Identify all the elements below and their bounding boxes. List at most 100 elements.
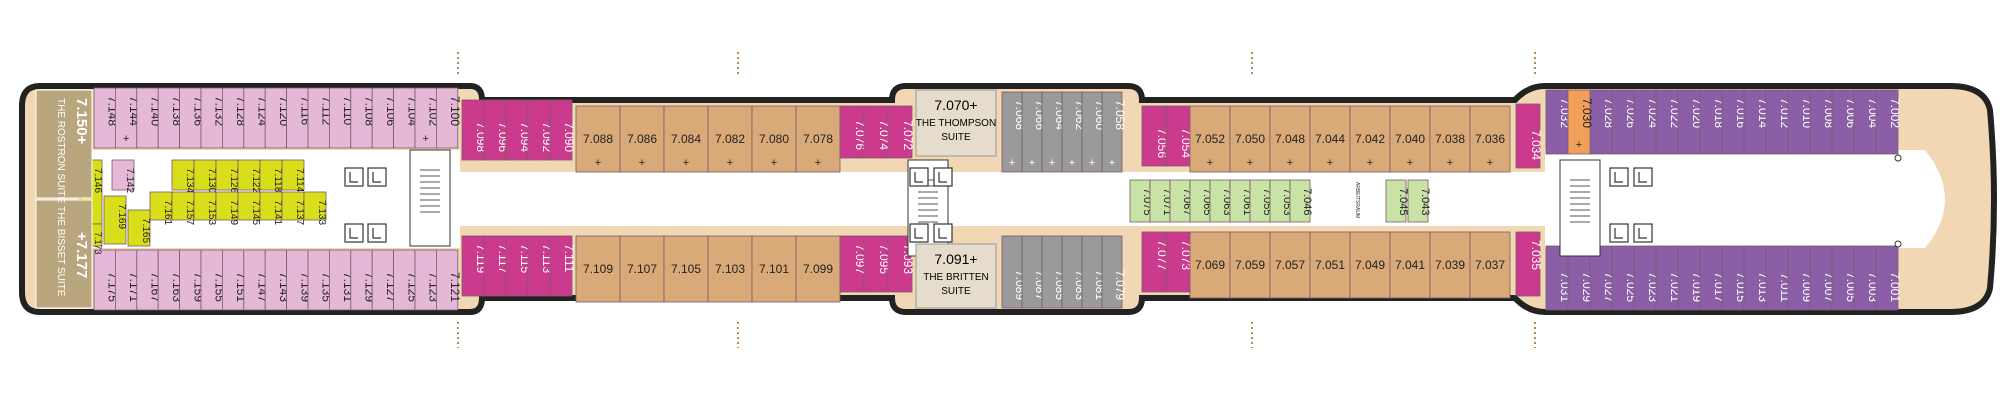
cabin-7.114[interactable]: 7.114 bbox=[281, 159, 305, 193]
cabin-7.107[interactable]: 7.107 bbox=[619, 235, 665, 303]
britten-suite-name-2: SUITE bbox=[941, 286, 971, 297]
cabin-7.086[interactable]: 7.086+ bbox=[619, 105, 665, 173]
cabin-7.082[interactable]: 7.082+ bbox=[707, 105, 753, 173]
cabin-number: 7.073 bbox=[1179, 240, 1193, 270]
porthole bbox=[1894, 240, 1902, 248]
cabin-box bbox=[1349, 231, 1391, 299]
cabin-number: 7.101 bbox=[759, 262, 789, 276]
cabin-7.037[interactable]: 7.037 bbox=[1469, 231, 1511, 299]
cabin-7.134[interactable]: 7.134 bbox=[171, 159, 195, 193]
cabin-7.105[interactable]: 7.105 bbox=[663, 235, 709, 303]
cabin-7.036[interactable]: 7.036+ bbox=[1469, 105, 1511, 173]
cabin-7.050[interactable]: 7.050+ bbox=[1229, 105, 1271, 173]
cabin-7.078[interactable]: 7.078+ bbox=[795, 105, 841, 173]
cabin-7.099[interactable]: 7.099 bbox=[795, 235, 841, 303]
bow-deck bbox=[1545, 150, 1945, 248]
elevator-glyph bbox=[349, 228, 358, 239]
cabin-7.122[interactable]: 7.122 bbox=[237, 159, 261, 193]
cabin-7.056[interactable]: 7.056 bbox=[1141, 105, 1169, 167]
cabin-7.007[interactable]: 7.007 bbox=[1809, 245, 1836, 311]
cabin-7.071[interactable]: 7.071 bbox=[1149, 179, 1173, 223]
cabin-7.048[interactable]: 7.048+ bbox=[1269, 105, 1311, 173]
cabin-7.046[interactable]: 7.046 bbox=[1289, 179, 1313, 223]
cabin-7.169[interactable]: 7.169 bbox=[103, 195, 127, 245]
cabin-7.075[interactable]: 7.075 bbox=[1129, 179, 1153, 223]
elevator-box bbox=[367, 223, 387, 243]
cabin-7.058[interactable]: 7.058+ bbox=[1101, 91, 1127, 173]
cabin-7.103[interactable]: 7.103 bbox=[707, 235, 753, 303]
cabin-number: 7.041 bbox=[1395, 258, 1425, 272]
cabin-7.042[interactable]: 7.042+ bbox=[1349, 105, 1391, 173]
cabin-7.079[interactable]: 7.079 bbox=[1101, 235, 1127, 309]
cabin-7.109[interactable]: 7.109 bbox=[575, 235, 621, 303]
cabin-7.038[interactable]: 7.038+ bbox=[1429, 105, 1471, 173]
cabin-7.049[interactable]: 7.049 bbox=[1349, 231, 1391, 299]
cabin-7.118[interactable]: 7.118 bbox=[259, 159, 283, 193]
cabin-7.057[interactable]: 7.057 bbox=[1269, 231, 1311, 299]
cabin-7.130[interactable]: 7.130 bbox=[193, 159, 217, 193]
britten-suite-name-1: THE BRITTEN bbox=[923, 272, 989, 283]
cabin-7.121[interactable]: 7.121 bbox=[435, 249, 462, 311]
cabin-7.080[interactable]: 7.080+ bbox=[751, 105, 797, 173]
cabin-7.123[interactable]: 7.123 bbox=[414, 249, 441, 311]
cabin-7.072[interactable]: 7.072 bbox=[887, 105, 915, 159]
cabin-7.055[interactable]: 7.055 bbox=[1249, 179, 1273, 223]
elevator-glyph bbox=[914, 228, 923, 239]
cabin-number: 7.050 bbox=[1235, 132, 1265, 146]
cabin-box bbox=[1229, 105, 1271, 173]
cabin-7.053[interactable]: 7.053 bbox=[1269, 179, 1293, 223]
cabin-7.088[interactable]: 7.088+ bbox=[575, 105, 621, 173]
cabin-7.142[interactable]: 7.142 bbox=[111, 159, 135, 193]
cabin-7.052[interactable]: 7.052+ bbox=[1189, 105, 1231, 173]
cabin-7.039[interactable]: 7.039 bbox=[1429, 231, 1471, 299]
cabin-7.165[interactable]: 7.165 bbox=[127, 209, 151, 247]
cabin-7.067[interactable]: 7.067 bbox=[1169, 179, 1193, 223]
cabin-number: 7.090 bbox=[562, 122, 576, 152]
cabin-7.126[interactable]: 7.126 bbox=[215, 159, 239, 193]
cabin-7.098[interactable]: 7.098 bbox=[461, 99, 488, 161]
cabin-7.069[interactable]: 7.069 bbox=[1189, 231, 1231, 299]
cabin-box bbox=[663, 235, 709, 303]
cabin-7.157[interactable]: 7.157 bbox=[171, 191, 195, 225]
cabin-7.040[interactable]: 7.040+ bbox=[1389, 105, 1431, 173]
cabin-7.063[interactable]: 7.063 bbox=[1209, 179, 1233, 223]
elevator-box bbox=[909, 167, 929, 187]
cabin-7.077[interactable]: 7.077 bbox=[1141, 231, 1169, 293]
cabin-box bbox=[111, 159, 135, 191]
cabin-7.073[interactable]: 7.073 bbox=[1165, 231, 1193, 293]
cabin-box bbox=[435, 249, 459, 311]
cabin-7.002[interactable]: 7.002 bbox=[1875, 89, 1902, 155]
cabin-7.161[interactable]: 7.161 bbox=[149, 191, 173, 225]
bisset-suite[interactable] bbox=[35, 199, 93, 309]
elevator-icon bbox=[1633, 223, 1653, 243]
thompson-suite[interactable] bbox=[915, 89, 997, 157]
cabin-7.059[interactable]: 7.059 bbox=[1229, 231, 1271, 299]
rostron-suite[interactable] bbox=[35, 89, 93, 199]
cabin-7.076[interactable]: 7.076 bbox=[839, 105, 867, 159]
cabin-7.101[interactable]: 7.101 bbox=[751, 235, 797, 303]
cabin-7.065[interactable]: 7.065 bbox=[1189, 179, 1213, 223]
cabin-7.074[interactable]: 7.074 bbox=[863, 105, 891, 159]
cabin-7.097[interactable]: 7.097 bbox=[839, 235, 867, 293]
cabin-7.095[interactable]: 7.095 bbox=[863, 235, 891, 293]
cabin-7.133[interactable]: 7.133 bbox=[303, 191, 327, 225]
cabin-7.035[interactable]: 7.035 bbox=[1515, 231, 1543, 297]
workroom-label: ARBEITSRAUM bbox=[1354, 182, 1360, 218]
cabin-7.090[interactable]: 7.090 bbox=[549, 99, 576, 161]
cabin-7.054[interactable]: 7.054 bbox=[1165, 105, 1193, 167]
cabin-7.061[interactable]: 7.061 bbox=[1229, 179, 1253, 223]
britten-suite[interactable] bbox=[915, 243, 997, 309]
cabin-7.034[interactable]: 7.034 bbox=[1515, 103, 1543, 169]
cabin-7.111[interactable]: 7.111 bbox=[549, 235, 576, 297]
cabin-7.051[interactable]: 7.051 bbox=[1309, 231, 1351, 299]
cabin-7.041[interactable]: 7.041 bbox=[1389, 231, 1431, 299]
cabin-7.100[interactable]: 7.100 bbox=[435, 87, 462, 149]
cabin-7.001[interactable]: 7.001 bbox=[1875, 245, 1902, 311]
elevator-icon bbox=[909, 223, 929, 243]
cabin-7.084[interactable]: 7.084+ bbox=[663, 105, 709, 173]
cabin-7.044[interactable]: 7.044+ bbox=[1309, 105, 1351, 173]
cabin-7.045[interactable]: 7.045 bbox=[1385, 179, 1409, 223]
cabin-7.030[interactable]: 7.030+ bbox=[1567, 89, 1594, 155]
cabin-7.043[interactable]: 7.043 bbox=[1407, 179, 1431, 223]
